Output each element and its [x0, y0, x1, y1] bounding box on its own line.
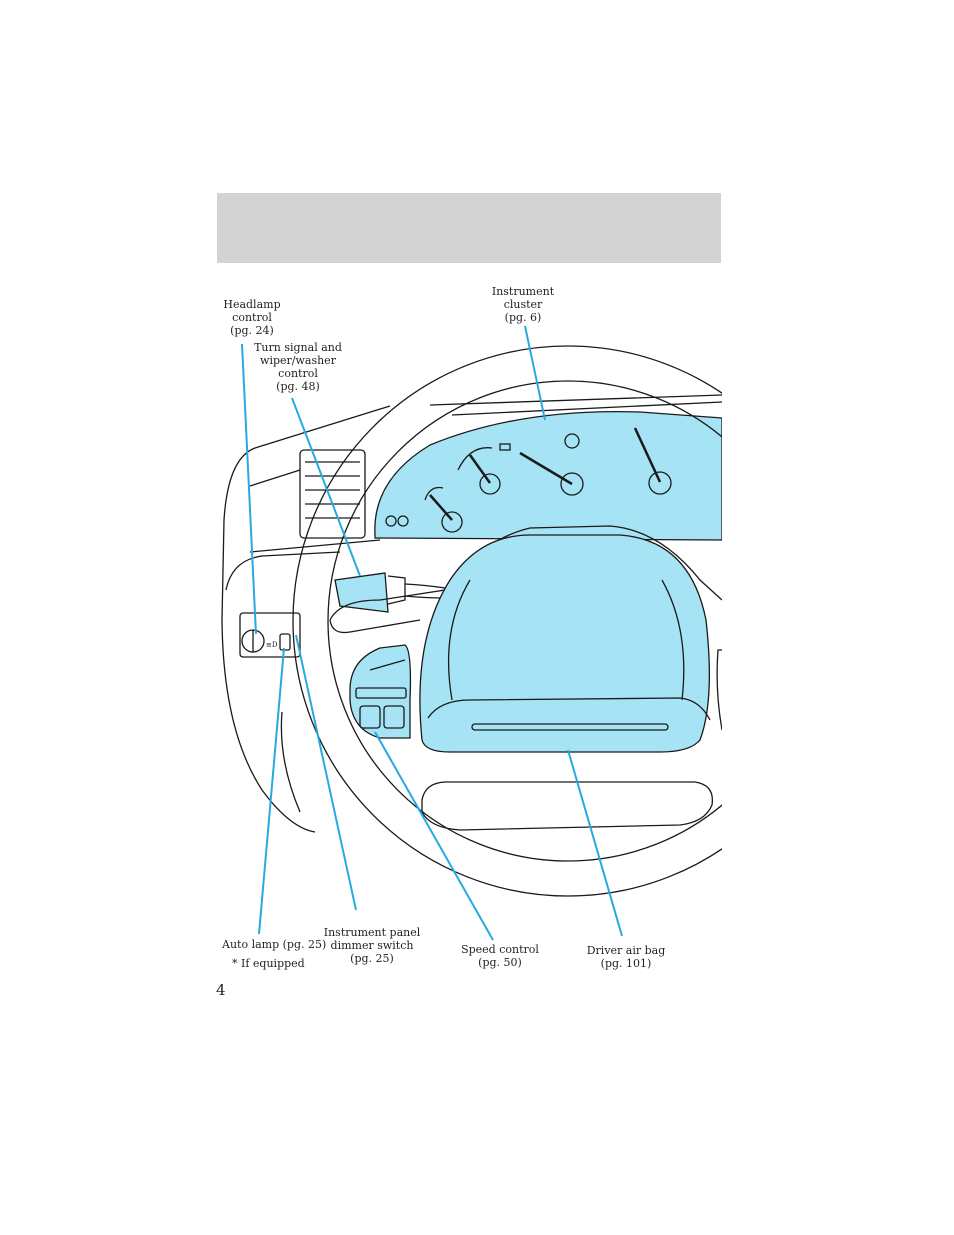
- lower-spoke-cutout: [421, 781, 714, 831]
- instrument-cluster-callout: Instrument cluster (pg. 6): [488, 285, 558, 324]
- callout-line: (pg. 6): [504, 311, 542, 324]
- air-bag-callout: Driver air bag (pg. 101): [584, 944, 668, 970]
- callout-line: (pg. 48): [276, 380, 320, 393]
- dimmer-leader: [295, 634, 357, 911]
- callout-line: control: [278, 367, 318, 380]
- turn-signal-leader: [291, 397, 361, 577]
- speed-control-leader: [374, 731, 494, 941]
- headlamp-leader: [241, 343, 257, 635]
- dimmer-switch-callout: Instrument panel dimmer switch (pg. 25): [322, 926, 422, 965]
- callout-line: Driver air bag: [586, 944, 666, 957]
- steering-wheel-rim: [292, 345, 722, 897]
- callout-line: Instrument: [491, 285, 555, 298]
- speed-control-callout: Speed control (pg. 50): [458, 943, 542, 969]
- callout-line: (pg. 50): [478, 956, 522, 969]
- turn-signal-callout: Turn signal and wiper/washer control (pg…: [252, 341, 344, 393]
- callout-line: Turn signal and: [254, 341, 342, 354]
- callout-line: (pg. 24): [230, 324, 274, 337]
- instrument-cluster-face: [374, 410, 722, 541]
- auto-lamp-leader: [258, 647, 285, 935]
- callout-line: (pg. 25): [350, 952, 394, 965]
- callout-line: Headlamp: [223, 298, 281, 311]
- air-bag-cover: [419, 534, 710, 753]
- callout-line: dimmer switch: [330, 939, 414, 952]
- speed-control-pad: [349, 644, 412, 739]
- air-bag-leader: [567, 749, 623, 937]
- dashboard-outline: [221, 405, 391, 833]
- headlamp-switch-panel: ≡D: [239, 612, 301, 658]
- headlamp-control-callout: Headlamp control (pg. 24): [216, 298, 288, 337]
- callout-line: Instrument panel: [323, 926, 421, 939]
- instrument-cluster-leader: [524, 325, 546, 421]
- callout-line: Speed control: [461, 943, 539, 956]
- callout-line: (pg. 101): [600, 957, 652, 970]
- section-header-bar: [217, 193, 721, 263]
- callout-line: cluster: [503, 298, 543, 311]
- leader-lines: [241, 325, 623, 941]
- gauges: [385, 427, 672, 533]
- callout-line: wiper/washer: [260, 354, 336, 367]
- footnote: * If equipped: [232, 957, 305, 970]
- svg-text:≡D: ≡D: [266, 641, 278, 649]
- page-number: 4: [216, 981, 226, 999]
- callout-line: control: [232, 311, 272, 324]
- auto-lamp-callout: Auto lamp (pg. 25): [222, 938, 326, 951]
- callout-line: Auto lamp (pg. 25): [222, 938, 327, 951]
